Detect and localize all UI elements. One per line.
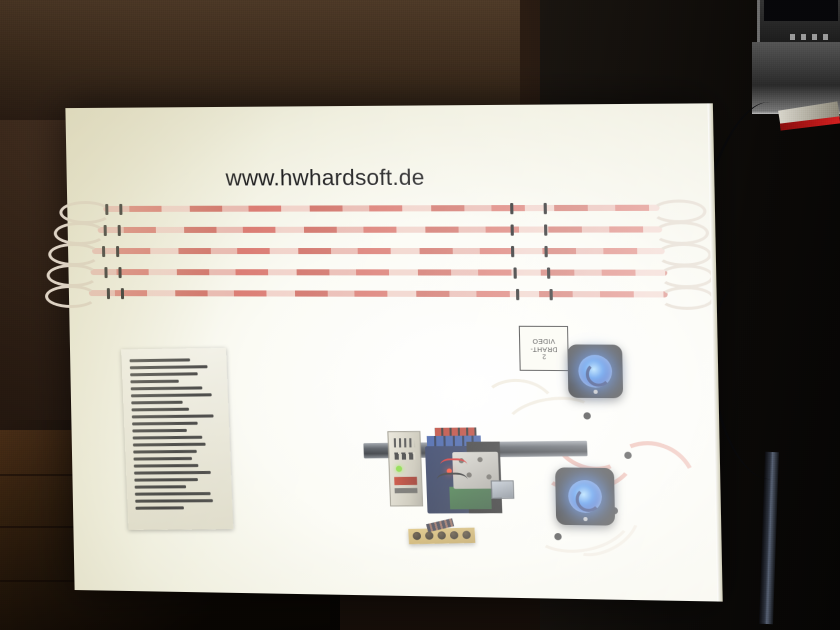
cable-run (46, 264, 715, 289)
psu-vent (393, 438, 415, 448)
psu-label (394, 476, 418, 486)
info-sheet-line (129, 358, 190, 363)
power-supply-module (387, 430, 424, 507)
info-sheet-line (132, 428, 187, 433)
info-sheet-line (130, 393, 212, 398)
cable-connector (624, 451, 632, 459)
cable-connector (583, 412, 591, 420)
shelf-device (752, 42, 840, 114)
lower-led-module (555, 467, 616, 526)
monitor-buttons (790, 34, 834, 40)
cable-run (48, 242, 712, 267)
info-sheet (121, 347, 234, 530)
video-label-line3: VIDEO (532, 337, 556, 345)
psu-label-secondary (394, 488, 418, 494)
info-sheet-line (133, 449, 198, 454)
led-indicator-dot (593, 389, 598, 394)
info-sheet-line (134, 485, 187, 489)
psu-terminals (394, 452, 416, 460)
info-sheet-line (132, 421, 198, 426)
video-label-line1: 2 (541, 352, 547, 360)
info-sheet-line (133, 463, 199, 468)
info-sheet-line (130, 379, 180, 384)
info-sheet-line (132, 435, 202, 440)
info-sheet-line (133, 456, 193, 461)
info-sheet-line (131, 407, 190, 412)
info-sheet-line (129, 365, 208, 370)
video-label: 2 DRAHT- VIDEO (518, 325, 569, 372)
info-sheet-line (134, 492, 211, 496)
usb-port (490, 480, 515, 499)
cable-harness (44, 198, 715, 312)
info-sheet-line (134, 470, 211, 475)
cable-run (53, 221, 710, 246)
info-sheet-line (130, 372, 198, 377)
info-sheet-line (135, 506, 185, 510)
controller-board (420, 423, 515, 517)
ceiling (0, 0, 520, 120)
psu-status-led (395, 465, 403, 472)
info-sheet-line (135, 499, 213, 503)
website-url: www.hwhardsoft.de (225, 164, 425, 191)
video-label-line2: DRAHT- (530, 345, 558, 353)
monitor-screen (764, 0, 838, 21)
jumper-wire (436, 472, 469, 491)
upper-led-module (567, 344, 624, 399)
info-sheet-line (132, 442, 206, 447)
led-indicator-dot (583, 516, 588, 522)
led-swirl (575, 487, 602, 513)
cable-connector (554, 532, 562, 541)
info-sheet-line (130, 386, 203, 391)
presentation-board: www.hwhardsoft.de (44, 103, 723, 602)
cable-run (59, 199, 707, 225)
led-swirl (585, 361, 612, 387)
info-sheet-line (134, 478, 199, 482)
info-sheet-line (131, 400, 183, 405)
component-pcb (408, 518, 476, 545)
info-sheet-line (131, 414, 214, 419)
ribbon-cable (426, 518, 455, 533)
cable-run (44, 284, 715, 311)
